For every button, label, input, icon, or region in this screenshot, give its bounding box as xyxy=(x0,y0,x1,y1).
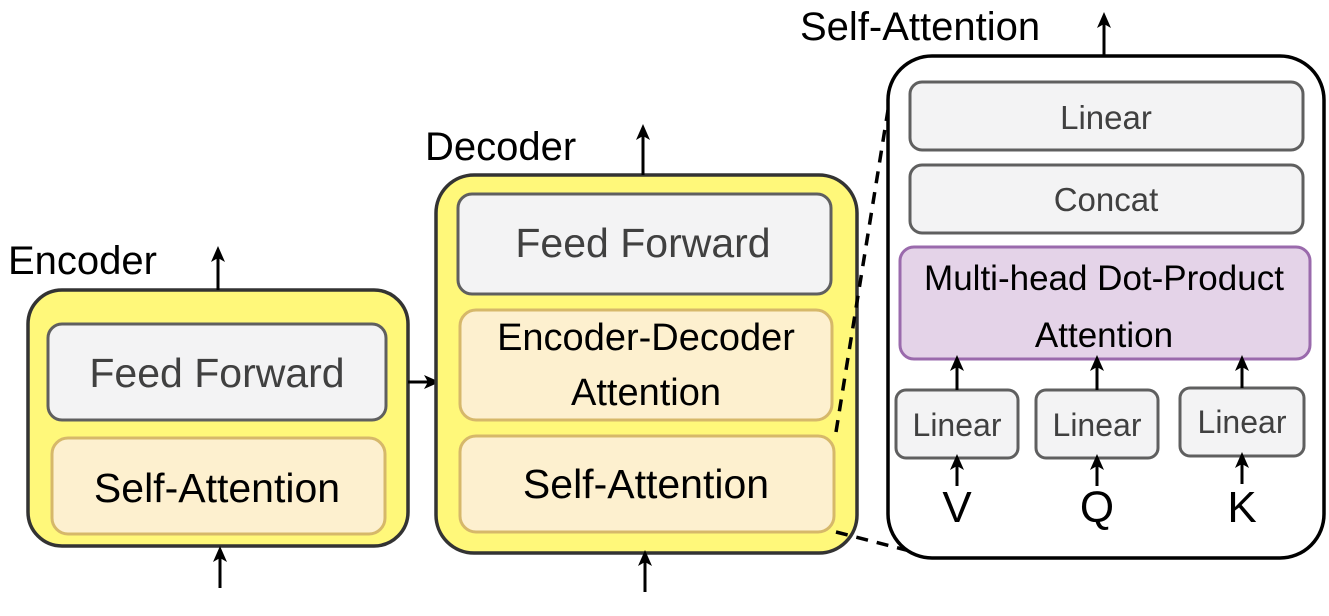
linear-top-label: Linear xyxy=(1060,99,1152,136)
multihead-attention-line1: Multi-head Dot-Product xyxy=(924,259,1284,298)
decoder-feed-forward-label: Feed Forward xyxy=(515,220,770,266)
linear-top-box xyxy=(908,80,1305,152)
encoder-self-attention-label: Self-Attention xyxy=(94,465,340,511)
linear-k-label: Linear xyxy=(1198,404,1287,440)
encoder-feed-forward-label: Feed Forward xyxy=(89,350,344,396)
decoder-self-attention-label: Self-Attention xyxy=(523,461,769,507)
self-attention-detail-title: Self-Attention xyxy=(800,5,1040,49)
concat-box xyxy=(908,163,1305,235)
decoder-enc-dec-attention-line2: Attention xyxy=(571,372,721,414)
decoder-block: Decoder Feed Forward Encoder-Decoder Att… xyxy=(425,124,859,592)
multihead-attention-box xyxy=(898,245,1312,361)
zoom-dash-bottom xyxy=(835,530,915,554)
input-k-label: K xyxy=(1227,483,1256,532)
self-attention-detail: Self-Attention Linear Concat Multi-head … xyxy=(800,5,1326,560)
concat-label: Concat xyxy=(1054,181,1159,218)
encoder-title: Encoder xyxy=(8,239,157,283)
multihead-attention-line2: Attention xyxy=(1035,316,1173,355)
decoder-enc-dec-attention-box xyxy=(458,308,834,422)
decoder-enc-dec-attention-line1: Encoder-Decoder xyxy=(497,317,795,359)
decoder-title: Decoder xyxy=(425,125,576,169)
input-v-label: V xyxy=(942,483,972,532)
decoder-self-attention-box xyxy=(458,434,836,534)
decoder-feed-forward-box xyxy=(456,192,833,296)
encoder-block: Encoder Feed Forward Self-Attention xyxy=(8,239,440,588)
encoder-self-attention-box xyxy=(50,436,387,536)
input-q-label: Q xyxy=(1080,483,1114,532)
linear-v-label: Linear xyxy=(913,407,1002,443)
linear-q-label: Linear xyxy=(1053,407,1142,443)
encoder-feed-forward-box xyxy=(46,322,388,422)
